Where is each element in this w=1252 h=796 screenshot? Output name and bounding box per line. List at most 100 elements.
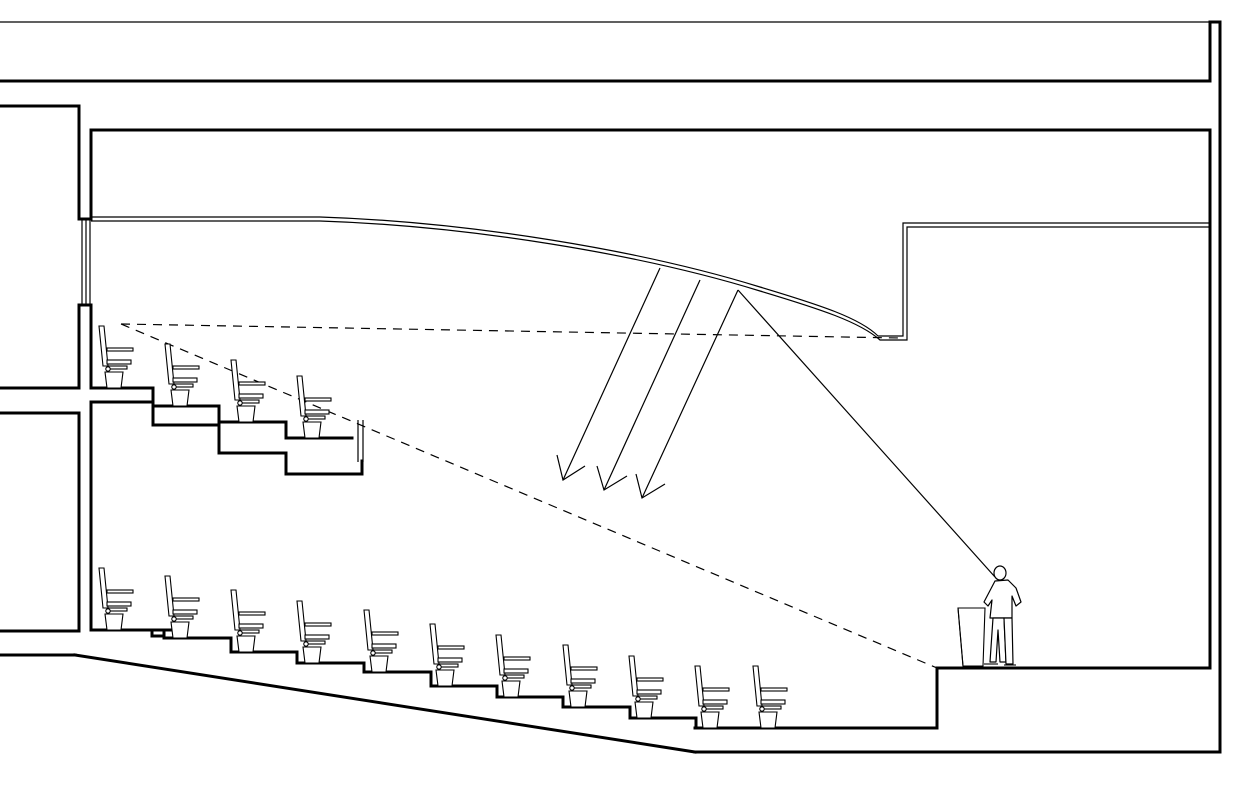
- seat-pivot: [303, 641, 309, 647]
- lectern: [957, 607, 986, 667]
- balcony-seat: [164, 343, 200, 407]
- seat-armrest: [760, 687, 788, 692]
- balcony-seat: [230, 359, 266, 423]
- left-upper-room-top: [0, 104, 93, 221]
- sloped-foundation: [73, 653, 697, 754]
- main-floor-seat: [230, 589, 266, 653]
- seat-armrest: [238, 381, 266, 386]
- seat-pivot: [569, 685, 575, 691]
- seat-pivot: [701, 706, 707, 712]
- seat-pivot: [171, 384, 177, 390]
- speaker-head: [993, 565, 1007, 581]
- reflection-arrow-3-shaft: [641, 289, 739, 499]
- reflection-arrow-1-head: [556, 454, 586, 481]
- seat-base: [236, 635, 256, 653]
- seat-cushion: [304, 409, 330, 415]
- speaker-legs: [989, 617, 1007, 663]
- seat-armrest: [503, 656, 531, 661]
- seat-armrest: [702, 687, 730, 692]
- speaker-torso: [983, 579, 1022, 619]
- seat-armrest: [106, 347, 134, 352]
- seat-armrest: [172, 365, 200, 370]
- lectern-edge: [957, 607, 964, 667]
- main-floor-seat: [363, 609, 399, 673]
- seat-pivot: [171, 616, 177, 622]
- seat-armrest: [304, 622, 332, 627]
- building-outer-wall: [0, 20, 1222, 754]
- seat-armrest: [570, 666, 598, 671]
- seat-base: [634, 701, 654, 719]
- acoustic-ceiling-reflector: [91, 216, 1210, 341]
- balcony-underside: [89, 400, 364, 476]
- seat-cushion: [172, 609, 198, 615]
- seat-armrest: [636, 677, 664, 682]
- main-floor-seat: [429, 623, 465, 687]
- seat-cushion: [304, 634, 330, 640]
- reflection-arrow-1-shaft: [562, 267, 661, 481]
- left-upper-room-bottom: [0, 303, 93, 390]
- seat-base: [104, 371, 124, 389]
- seat-base: [435, 669, 455, 687]
- speaker-leg-right: [1003, 617, 1014, 665]
- seat-pivot: [759, 706, 765, 712]
- seat-base: [501, 680, 521, 698]
- main-floor-seat: [495, 634, 531, 698]
- seat-cushion: [760, 699, 786, 705]
- left-rooms: [0, 104, 93, 657]
- speaker-person: [983, 565, 1022, 666]
- seat-cushion: [106, 601, 132, 607]
- seat-armrest: [172, 597, 200, 602]
- seat-pivot: [502, 675, 508, 681]
- seat-base: [700, 711, 720, 729]
- main-floor-seat: [562, 644, 598, 708]
- seat-base: [302, 646, 322, 664]
- seat-pivot: [303, 416, 309, 422]
- main-floor-seat: [98, 567, 134, 631]
- hall-walls: [89, 128, 1212, 730]
- ceiling-reflector-upper: [91, 216, 1210, 337]
- seat-base: [104, 613, 124, 631]
- balcony-seats: [98, 325, 332, 439]
- reflection-arrow-3-head: [635, 473, 666, 499]
- roof-structure: [0, 20, 1222, 754]
- seat-cushion: [172, 377, 198, 383]
- main-floor-seat: [296, 600, 332, 664]
- left-lower-room: [0, 411, 81, 633]
- seat-base: [568, 690, 588, 708]
- seat-cushion: [238, 393, 264, 399]
- sound-ray-incident: [737, 289, 996, 578]
- seat-armrest: [371, 631, 399, 636]
- seat-pivot: [237, 630, 243, 636]
- seat-cushion: [503, 668, 529, 674]
- reflection-arrow-2-shaft: [603, 279, 701, 491]
- reflected-sound-arrows: [556, 267, 739, 499]
- seat-base: [369, 655, 389, 673]
- sightline-balcony-to-stage: [120, 323, 938, 669]
- balcony-seat: [98, 325, 134, 389]
- seat-cushion: [437, 657, 463, 663]
- reflection-arrow-2-head: [596, 465, 628, 491]
- main-floor-seat: [694, 665, 730, 729]
- seat-cushion: [371, 643, 397, 649]
- seat-base: [758, 711, 778, 729]
- main-floor-steps: [89, 628, 698, 730]
- seat-pivot: [105, 608, 111, 614]
- seat-pivot: [635, 696, 641, 702]
- seat-pivot: [237, 400, 243, 406]
- seat-cushion: [106, 359, 132, 365]
- seat-cushion: [570, 678, 596, 684]
- sightline-balcony-to-ceiling: [120, 323, 901, 339]
- ceiling-reflector-lower: [91, 220, 1210, 341]
- seat-armrest: [437, 645, 465, 650]
- seat-cushion: [636, 689, 662, 695]
- main-floor-seats: [98, 567, 788, 729]
- main-floor-seat: [164, 575, 200, 639]
- seat-armrest: [238, 611, 266, 616]
- seat-pivot: [370, 650, 376, 656]
- sight-lines: [120, 323, 938, 669]
- seat-armrest: [304, 397, 332, 402]
- main-floor-seat: [752, 665, 788, 729]
- seat-cushion: [238, 623, 264, 629]
- balcony-seat: [296, 375, 332, 439]
